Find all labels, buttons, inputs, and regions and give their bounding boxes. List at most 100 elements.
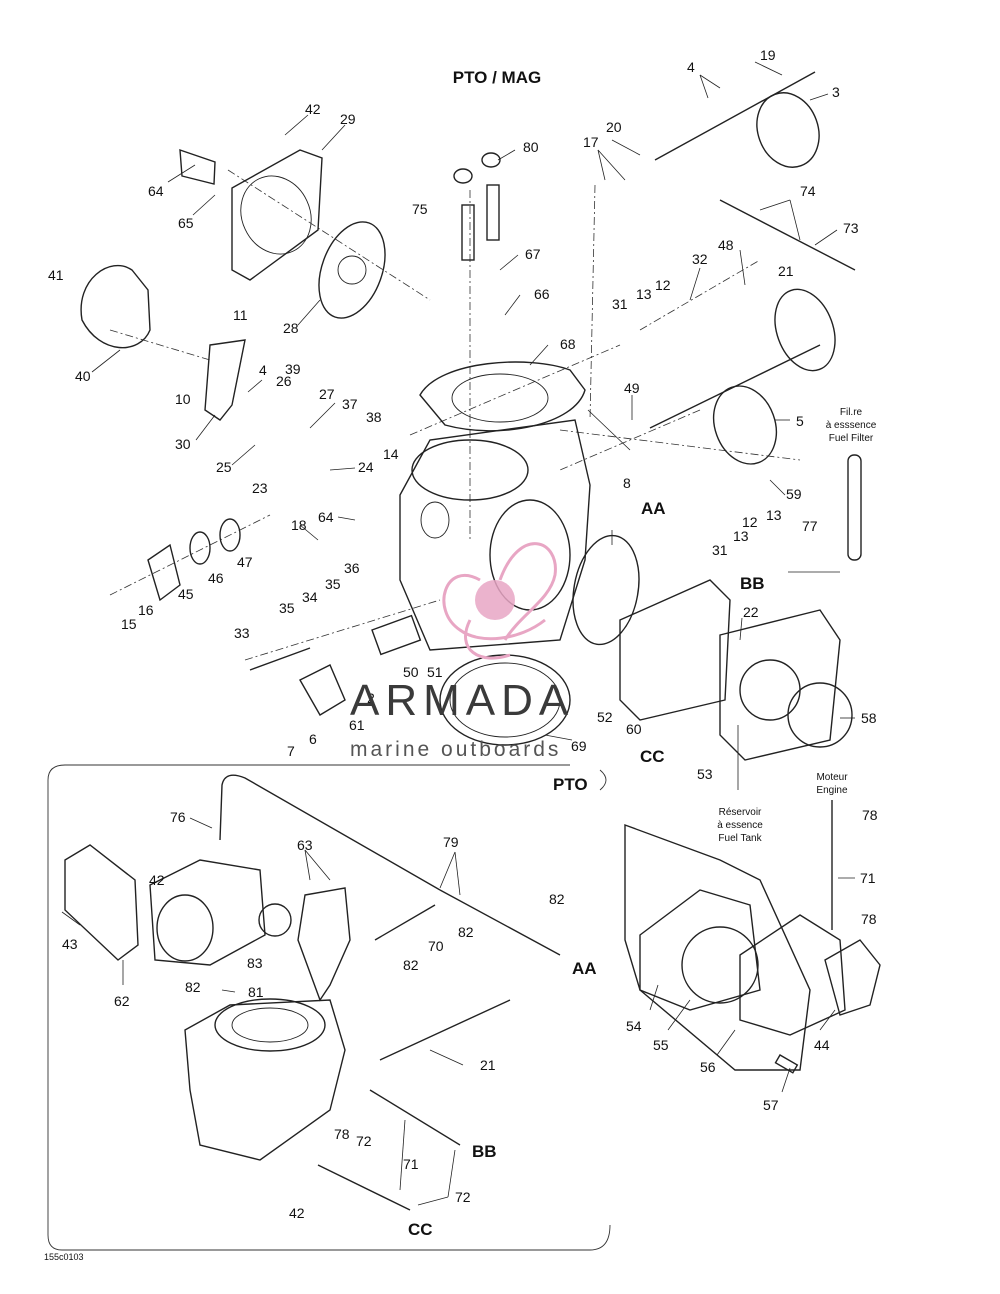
diagram-title: PTO / MAG [453,68,541,87]
label-cc-top: CC [640,747,665,766]
callout: 13 [636,286,652,302]
label-bb-top: BB [740,574,765,593]
callout: 45 [178,586,194,602]
callout: 5 [796,413,804,429]
callout: 62 [114,993,130,1009]
reference-code: 155c0103 [44,1252,84,1262]
engine-label: Moteur [816,772,848,783]
callout: 75 [412,201,428,217]
callout: 59 [786,486,802,502]
callout: 31 [712,542,728,558]
callout: 34 [302,589,318,605]
callout: 55 [653,1037,669,1053]
callout: 37 [342,396,358,412]
label-bb-bottom: BB [472,1142,497,1161]
callout: 49 [624,380,640,396]
callout: 70 [428,938,444,954]
callout: 22 [743,604,759,620]
fuel-tank-label: Fuel Tank [718,833,762,844]
callout: 10 [175,391,191,407]
callout: 23 [252,480,268,496]
callout: 82 [403,957,419,973]
callout: 44 [814,1037,830,1053]
callout: 3 [832,84,840,100]
label-aa-bottom: AA [572,959,597,978]
callout: 68 [560,336,576,352]
callout: 48 [718,237,734,253]
callout: 57 [763,1097,779,1113]
lower-assembly-drawing [47,764,881,1251]
fuel-filter-label: Fuel Filter [829,433,874,444]
callout: 67 [525,246,541,262]
callout: 15 [121,616,137,632]
label-pto: PTO [553,775,588,794]
callout: 8 [623,475,631,491]
callout: 14 [383,446,399,462]
callout: 53 [697,766,713,782]
callout: 12 [655,277,671,293]
callout: 42 [289,1205,305,1221]
callout: 32 [692,251,708,267]
callout: 7 [287,743,295,759]
callout: 4 [687,59,695,75]
upper-assembly-drawing [80,71,862,930]
armada-logo: ARMADA marine outboards [350,542,574,761]
callout: 61 [349,717,365,733]
callout: 66 [534,286,550,302]
callout: 2 [367,690,375,706]
callout: 72 [356,1133,372,1149]
callout: 80 [523,139,539,155]
callout: 64 [318,509,334,525]
callout: 18 [291,517,307,533]
callout: 51 [427,664,443,680]
callout: 82 [185,979,201,995]
callout: 24 [358,459,374,475]
callout: 41 [48,267,64,283]
callout: 13 [733,528,749,544]
callout: 36 [344,560,360,576]
callout: 4 [259,362,267,378]
fuel-filter-label: à esssence [826,420,877,431]
callout: 60 [626,721,642,737]
callout: 21 [778,263,794,279]
callout: 29 [340,111,356,127]
callout: 21 [480,1057,496,1073]
callout: 47 [237,554,253,570]
callout: 65 [178,215,194,231]
fuel-tank-label: Réservoir [719,807,762,818]
callout: 73 [843,220,859,236]
callout: 82 [458,924,474,940]
callout: 78 [334,1126,350,1142]
watermark-tagline: marine outboards [350,738,561,761]
callout: 46 [208,570,224,586]
callout: 11 [233,307,248,323]
callout: 64 [148,183,164,199]
callout: 35 [279,600,295,616]
callout: 58 [861,710,877,726]
callout: 17 [583,134,599,150]
callout: 28 [283,320,299,336]
engine-label: Engine [816,785,848,796]
callout: 16 [138,602,154,618]
callout: 63 [297,837,313,853]
callout: AA [641,499,666,518]
callout: 27 [319,386,335,402]
callout: 19 [760,47,776,63]
watermark-brand: ARMADA [350,676,574,725]
callout: 77 [802,518,818,534]
callout: 81 [248,984,264,1000]
callout: 40 [75,368,91,384]
callout: 78 [861,911,877,927]
callout: 56 [700,1059,716,1075]
callout: 26 [276,373,292,389]
callout: 30 [175,436,191,452]
label-cc-bottom: CC [408,1220,433,1239]
callout: 39 [285,361,301,377]
callout: 52 [597,709,613,725]
callout: 31 [612,296,628,312]
fuel-tank-label: à essence [717,820,763,831]
callout: 74 [800,183,816,199]
leader-lines [61,61,855,1206]
callout: 42 [305,101,321,117]
callout: 69 [571,738,587,754]
